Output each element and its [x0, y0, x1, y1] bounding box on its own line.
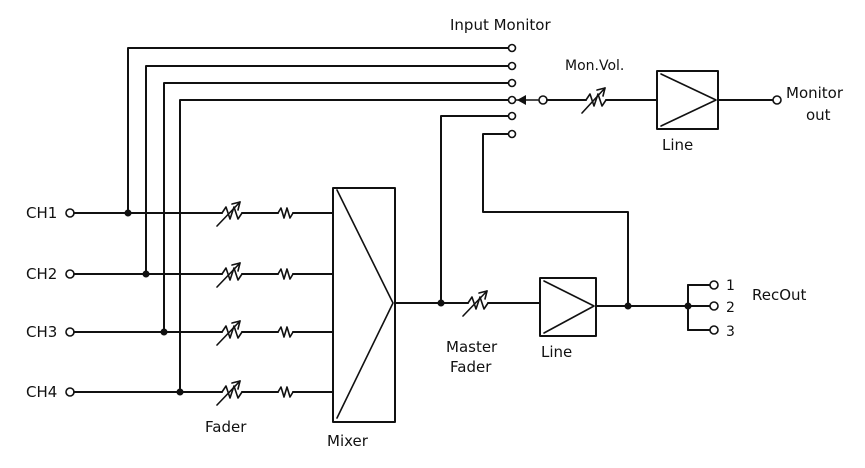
mon-vol-pot [581, 87, 607, 114]
selector-contact-3 [507, 78, 517, 88]
monitor-out-label-2: out [806, 106, 831, 124]
rec-out-2-label: 2 [726, 300, 735, 316]
fader-arrow-head [231, 201, 241, 211]
mixer-block: Mixer [327, 187, 396, 450]
channel-inputs: CH1 CH2 CH3 CH4 [26, 47, 509, 401]
line-amp-bottom-label: Line [541, 343, 572, 361]
selector-contact-2 [507, 61, 517, 71]
fader-ch3 [216, 320, 334, 346]
mixer-symbol [336, 189, 394, 419]
selector-contact-6 [507, 129, 517, 139]
mix-monitor-tap [440, 115, 509, 304]
series-resistor [277, 207, 294, 219]
mixer-box [332, 187, 396, 423]
selector-contact-5 [507, 111, 517, 121]
rec-outputs: 1 2 3 RecOut [709, 278, 807, 340]
ch4-monitor-tap [179, 99, 509, 393]
line-amp-bottom [539, 277, 597, 337]
selector-common-terminal [538, 95, 548, 105]
ch2-monitor-tap [145, 65, 509, 275]
ch4-label: CH4 [26, 383, 57, 401]
ch1-terminal [65, 208, 75, 218]
fader-ch4 [216, 380, 334, 406]
line-amp-top-label: Line [662, 136, 693, 154]
monitor-section: Mon.Vol. Line Monitor out [546, 58, 844, 154]
ch4-terminal [65, 387, 75, 397]
master-section: Master Fader Line [394, 115, 711, 376]
selector-contact-4 [507, 95, 517, 105]
rec-out-monitor-tap [482, 133, 629, 307]
input-monitor-selector: Input Monitor [450, 16, 551, 139]
fader-label: Fader [205, 418, 247, 436]
ch1-monitor-tap [127, 47, 509, 214]
ch3-terminal [65, 327, 75, 337]
rec-out-3-terminal [709, 325, 719, 335]
input-monitor-label: Input Monitor [450, 16, 551, 34]
line-amp-bottom-box [539, 277, 597, 337]
selector-contact-1 [507, 43, 517, 53]
ch1-label: CH1 [26, 204, 57, 222]
fader-ch1 [216, 201, 334, 227]
selector-arrow-icon [517, 95, 526, 105]
fader-resistor-zigzag [221, 206, 243, 220]
master-fader-label-2: Fader [450, 358, 492, 376]
ch2-terminal [65, 269, 75, 279]
master-fader-label-1: Master [446, 338, 498, 356]
ch2-label: CH2 [26, 265, 57, 283]
rec-out-1-label: 1 [726, 278, 735, 294]
ch3-label: CH3 [26, 323, 57, 341]
rec-out-1-terminal [709, 280, 719, 290]
fader-ch2 [216, 262, 334, 288]
line-amp-top-symbol [660, 73, 717, 127]
rec-out-2-terminal [709, 301, 719, 311]
monitor-out-terminal [772, 95, 782, 105]
line-amp-top-box [656, 70, 719, 130]
line-amp-top [656, 70, 719, 130]
ch3-monitor-tap [163, 82, 509, 333]
mixer-label: Mixer [327, 432, 369, 450]
fader-arrow-line [216, 201, 241, 227]
mon-vol-label: Mon.Vol. [565, 58, 624, 74]
rec-out-3-label: 3 [726, 324, 735, 340]
monitor-out-label-1: Monitor [786, 84, 844, 102]
line-amp-bottom-symbol [543, 280, 595, 334]
master-fader [462, 290, 489, 317]
channel-faders: Fader [205, 201, 334, 436]
rec-out-label: RecOut [752, 286, 807, 304]
